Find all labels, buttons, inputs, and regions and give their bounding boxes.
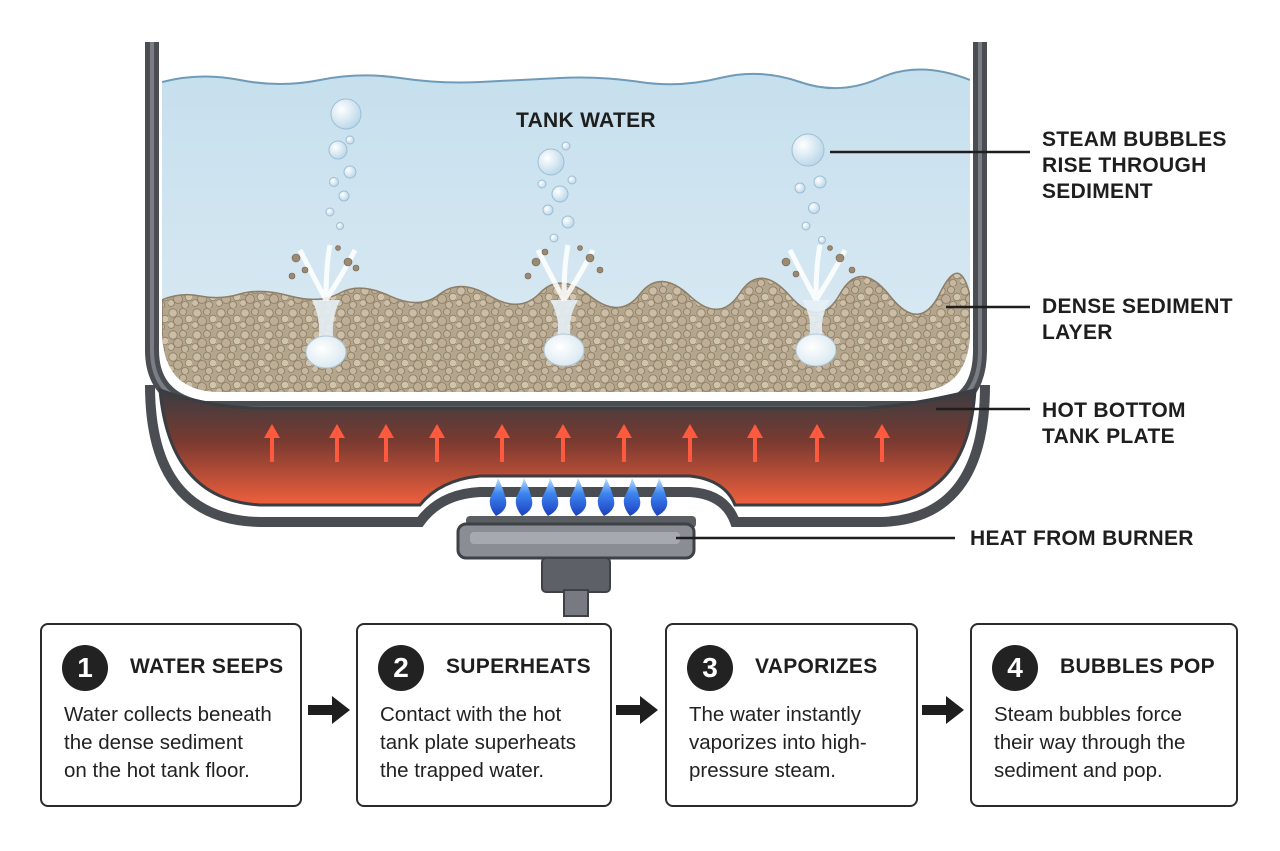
step-number: 3 (687, 645, 733, 691)
flame (489, 478, 507, 516)
step-card-1: 1 WATER SEEPS Water collects beneath the… (40, 623, 302, 807)
label-burner: HEAT FROM BURNER (970, 527, 1194, 550)
flame (569, 478, 587, 516)
callout-lines (676, 150, 1030, 540)
burner-flames (489, 478, 668, 516)
step-number: 4 (992, 645, 1038, 691)
steam-channels (297, 244, 848, 369)
label-sediment-layer: DENSE SEDIMENT LAYER (1042, 295, 1233, 344)
sediment-debris (288, 245, 856, 280)
step-card-2: 2 SUPERHEATS Contact with the hot tank p… (356, 623, 612, 807)
flame (650, 478, 668, 516)
step-card-4: 4 BUBBLES POP Steam bubbles force their … (970, 623, 1238, 807)
label-bottom-plate: HOT BOTTOM TANK PLATE (1042, 399, 1186, 448)
step-card-3: 3 VAPORIZES The water instantly vaporize… (665, 623, 918, 807)
heat-arrow (555, 424, 571, 462)
step-description: Steam bubbles force their way through th… (994, 703, 1186, 782)
burner (456, 516, 696, 617)
steam-pocket-right (795, 333, 837, 367)
channel-right (787, 244, 848, 367)
step-description: Contact with the hot tank plate superhea… (380, 703, 577, 782)
flame (623, 478, 641, 516)
step-number: 1 (62, 645, 108, 691)
label-steam-bubbles: STEAM BUBBLES RISE THROUGH SEDIMENT (1042, 128, 1227, 203)
heat-arrow (874, 424, 890, 462)
steam-pocket-middle (543, 333, 585, 367)
heat-arrow (747, 424, 763, 462)
steam-pocket-left (305, 335, 347, 369)
label-tank-water: TANK WATER (516, 109, 656, 132)
flame (541, 478, 559, 516)
heat-arrow (378, 424, 394, 462)
heat-arrow (809, 424, 825, 462)
step-title: VAPORIZES (755, 655, 878, 678)
step-title: BUBBLES POP (1060, 655, 1215, 678)
step-arrow-icon (922, 696, 964, 724)
channel-middle (535, 244, 596, 367)
heat-arrow (264, 424, 280, 462)
step-arrow-icon (308, 696, 350, 724)
hot-bottom-plate (145, 384, 990, 527)
flame (515, 478, 533, 516)
flame (597, 478, 615, 516)
heat-arrows (264, 424, 890, 462)
heat-arrow (429, 424, 445, 462)
step-title: WATER SEEPS (130, 655, 284, 678)
step-description: Water collects beneath the dense sedimen… (64, 703, 272, 782)
step-number: 2 (378, 645, 424, 691)
heat-arrow (329, 424, 345, 462)
step-title: SUPERHEATS (446, 655, 591, 678)
heat-arrow (616, 424, 632, 462)
heat-arrow (494, 424, 510, 462)
rising-bubbles (325, 98, 827, 244)
channel-left (297, 244, 358, 369)
heat-arrow (682, 424, 698, 462)
step-arrow-icon (616, 696, 658, 724)
step-description: The water instantly vaporizes into high-… (689, 703, 867, 782)
